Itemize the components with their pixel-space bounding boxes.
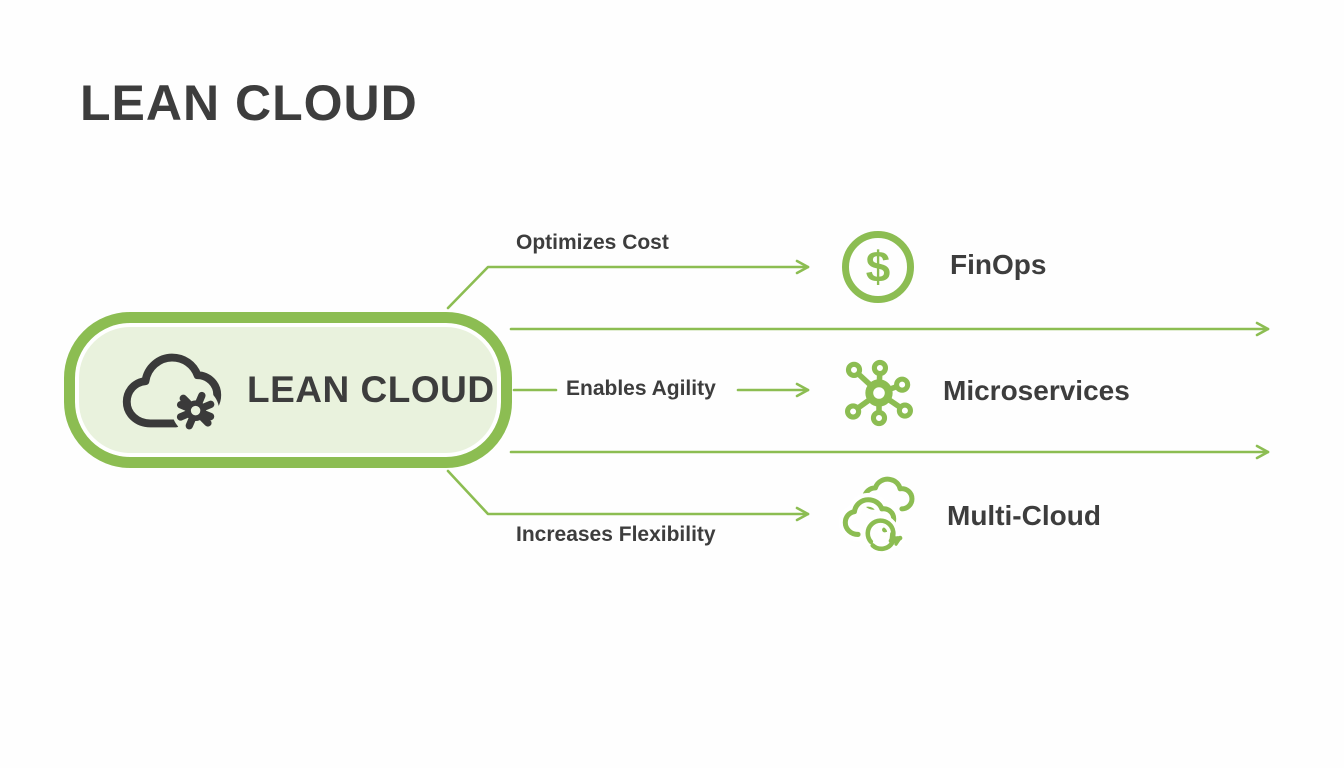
node-label-finops: FinOps <box>950 249 1047 280</box>
center-node-lean-cloud: LEAN CLOUD <box>64 312 512 468</box>
dollar-glyph: $ <box>866 243 890 292</box>
connector-label-optimizes-cost: Optimizes Cost <box>516 231 669 254</box>
gear <box>172 387 220 435</box>
node-label-multi-cloud: Multi-Cloud <box>947 500 1101 531</box>
dollar-circle-icon: $ <box>842 231 914 303</box>
cloud-gear-icon <box>122 353 222 435</box>
node-label-microservices: Microservices <box>943 375 1130 406</box>
connector-label-increases-flexibility: Increases Flexibility <box>516 523 716 546</box>
page-title: LEAN CLOUD <box>80 75 418 131</box>
hub-network-icon <box>845 359 913 427</box>
connector-line-finops <box>446 259 810 310</box>
center-node-label: LEAN CLOUD <box>247 369 495 410</box>
connector-line-multicloud <box>446 469 810 522</box>
connector-label-enables-agility: Enables Agility <box>566 377 716 400</box>
multi-cloud-sync-icon <box>838 476 915 555</box>
